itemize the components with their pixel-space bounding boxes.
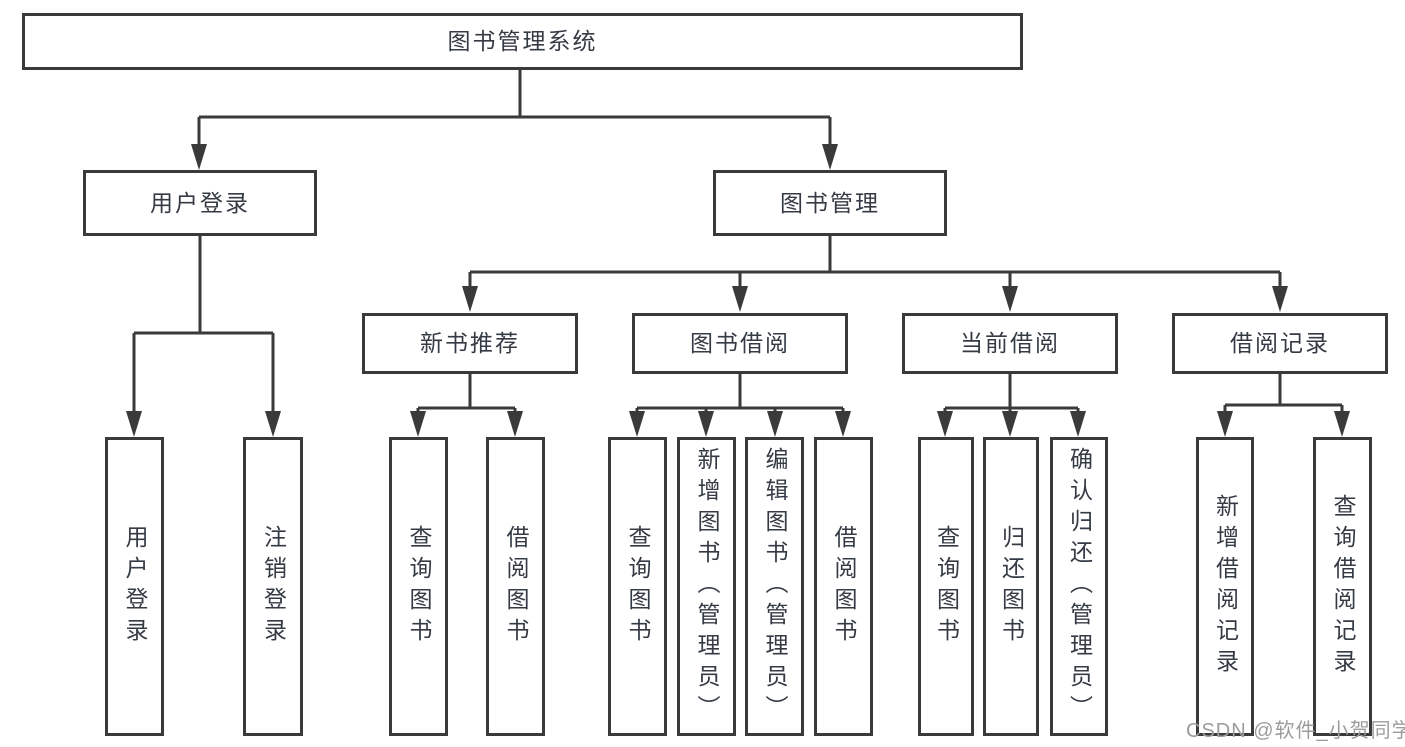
leaf-return-books-label: 归还图书 bbox=[998, 524, 1025, 649]
leaf-recommend-query-books-label: 查询图书 bbox=[406, 524, 432, 649]
node-root: 图书管理系统 bbox=[22, 13, 1023, 70]
leaf-return-books: 归还图书 bbox=[983, 437, 1039, 736]
node-book-management: 图书管理 bbox=[713, 170, 947, 236]
leaf-logout-label: 注销登录 bbox=[260, 524, 287, 649]
node-current-borrowing: 当前借阅 bbox=[902, 313, 1118, 374]
leaf-user-login: 用户登录 bbox=[105, 437, 164, 736]
node-user-login-label: 用户登录 bbox=[150, 189, 250, 216]
leaf-edit-book-admin: 编辑图书（管理员） bbox=[745, 437, 804, 736]
leaf-borrowing-query-books-label: 查询图书 bbox=[625, 524, 651, 649]
leaf-recommend-query-books: 查询图书 bbox=[389, 437, 448, 736]
leaf-query-borrow-record: 查询借阅记录 bbox=[1313, 437, 1372, 736]
leaf-query-borrow-record-label: 查询借阅记录 bbox=[1330, 493, 1356, 680]
node-current-borrowing-label: 当前借阅 bbox=[960, 330, 1060, 356]
leaf-borrowing-borrow-books-label: 借阅图书 bbox=[831, 524, 857, 649]
leaf-user-login-label: 用户登录 bbox=[122, 524, 148, 649]
node-new-book-recommend-label: 新书推荐 bbox=[420, 330, 520, 356]
leaf-add-book-admin: 新增图书（管理员） bbox=[677, 437, 736, 736]
leaf-add-book-admin-label: 新增图书（管理员） bbox=[694, 447, 720, 726]
node-borrowing-records: 借阅记录 bbox=[1172, 313, 1388, 374]
leaf-current-query-books-label: 查询图书 bbox=[933, 524, 960, 649]
csdn-watermark: CSDN @软件_小贺同学 bbox=[1186, 720, 1405, 742]
leaf-edit-book-admin-label: 编辑图书（管理员） bbox=[762, 447, 788, 726]
leaf-logout: 注销登录 bbox=[243, 437, 303, 736]
connector-arrowheads bbox=[126, 144, 1350, 437]
leaf-add-borrow-record-label: 新增借阅记录 bbox=[1212, 493, 1239, 680]
node-root-label: 图书管理系统 bbox=[447, 28, 598, 54]
leaf-confirm-return-admin-label: 确认归还（管理员） bbox=[1066, 447, 1093, 726]
leaf-borrowing-query-books: 查询图书 bbox=[608, 437, 667, 736]
leaf-current-query-books: 查询图书 bbox=[918, 437, 974, 736]
node-book-borrowing-label: 图书借阅 bbox=[690, 330, 790, 356]
node-new-book-recommend: 新书推荐 bbox=[362, 313, 578, 374]
leaf-add-borrow-record: 新增借阅记录 bbox=[1196, 437, 1254, 736]
node-book-management-label: 图书管理 bbox=[780, 189, 880, 216]
leaf-confirm-return-admin: 确认归还（管理员） bbox=[1050, 437, 1108, 736]
node-user-login: 用户登录 bbox=[83, 170, 317, 236]
leaf-recommend-borrow-books-label: 借阅图书 bbox=[503, 524, 529, 649]
node-borrowing-records-label: 借阅记录 bbox=[1230, 330, 1330, 356]
node-book-borrowing: 图书借阅 bbox=[632, 313, 848, 374]
leaf-recommend-borrow-books: 借阅图书 bbox=[486, 437, 545, 736]
leaf-borrowing-borrow-books: 借阅图书 bbox=[814, 437, 873, 736]
